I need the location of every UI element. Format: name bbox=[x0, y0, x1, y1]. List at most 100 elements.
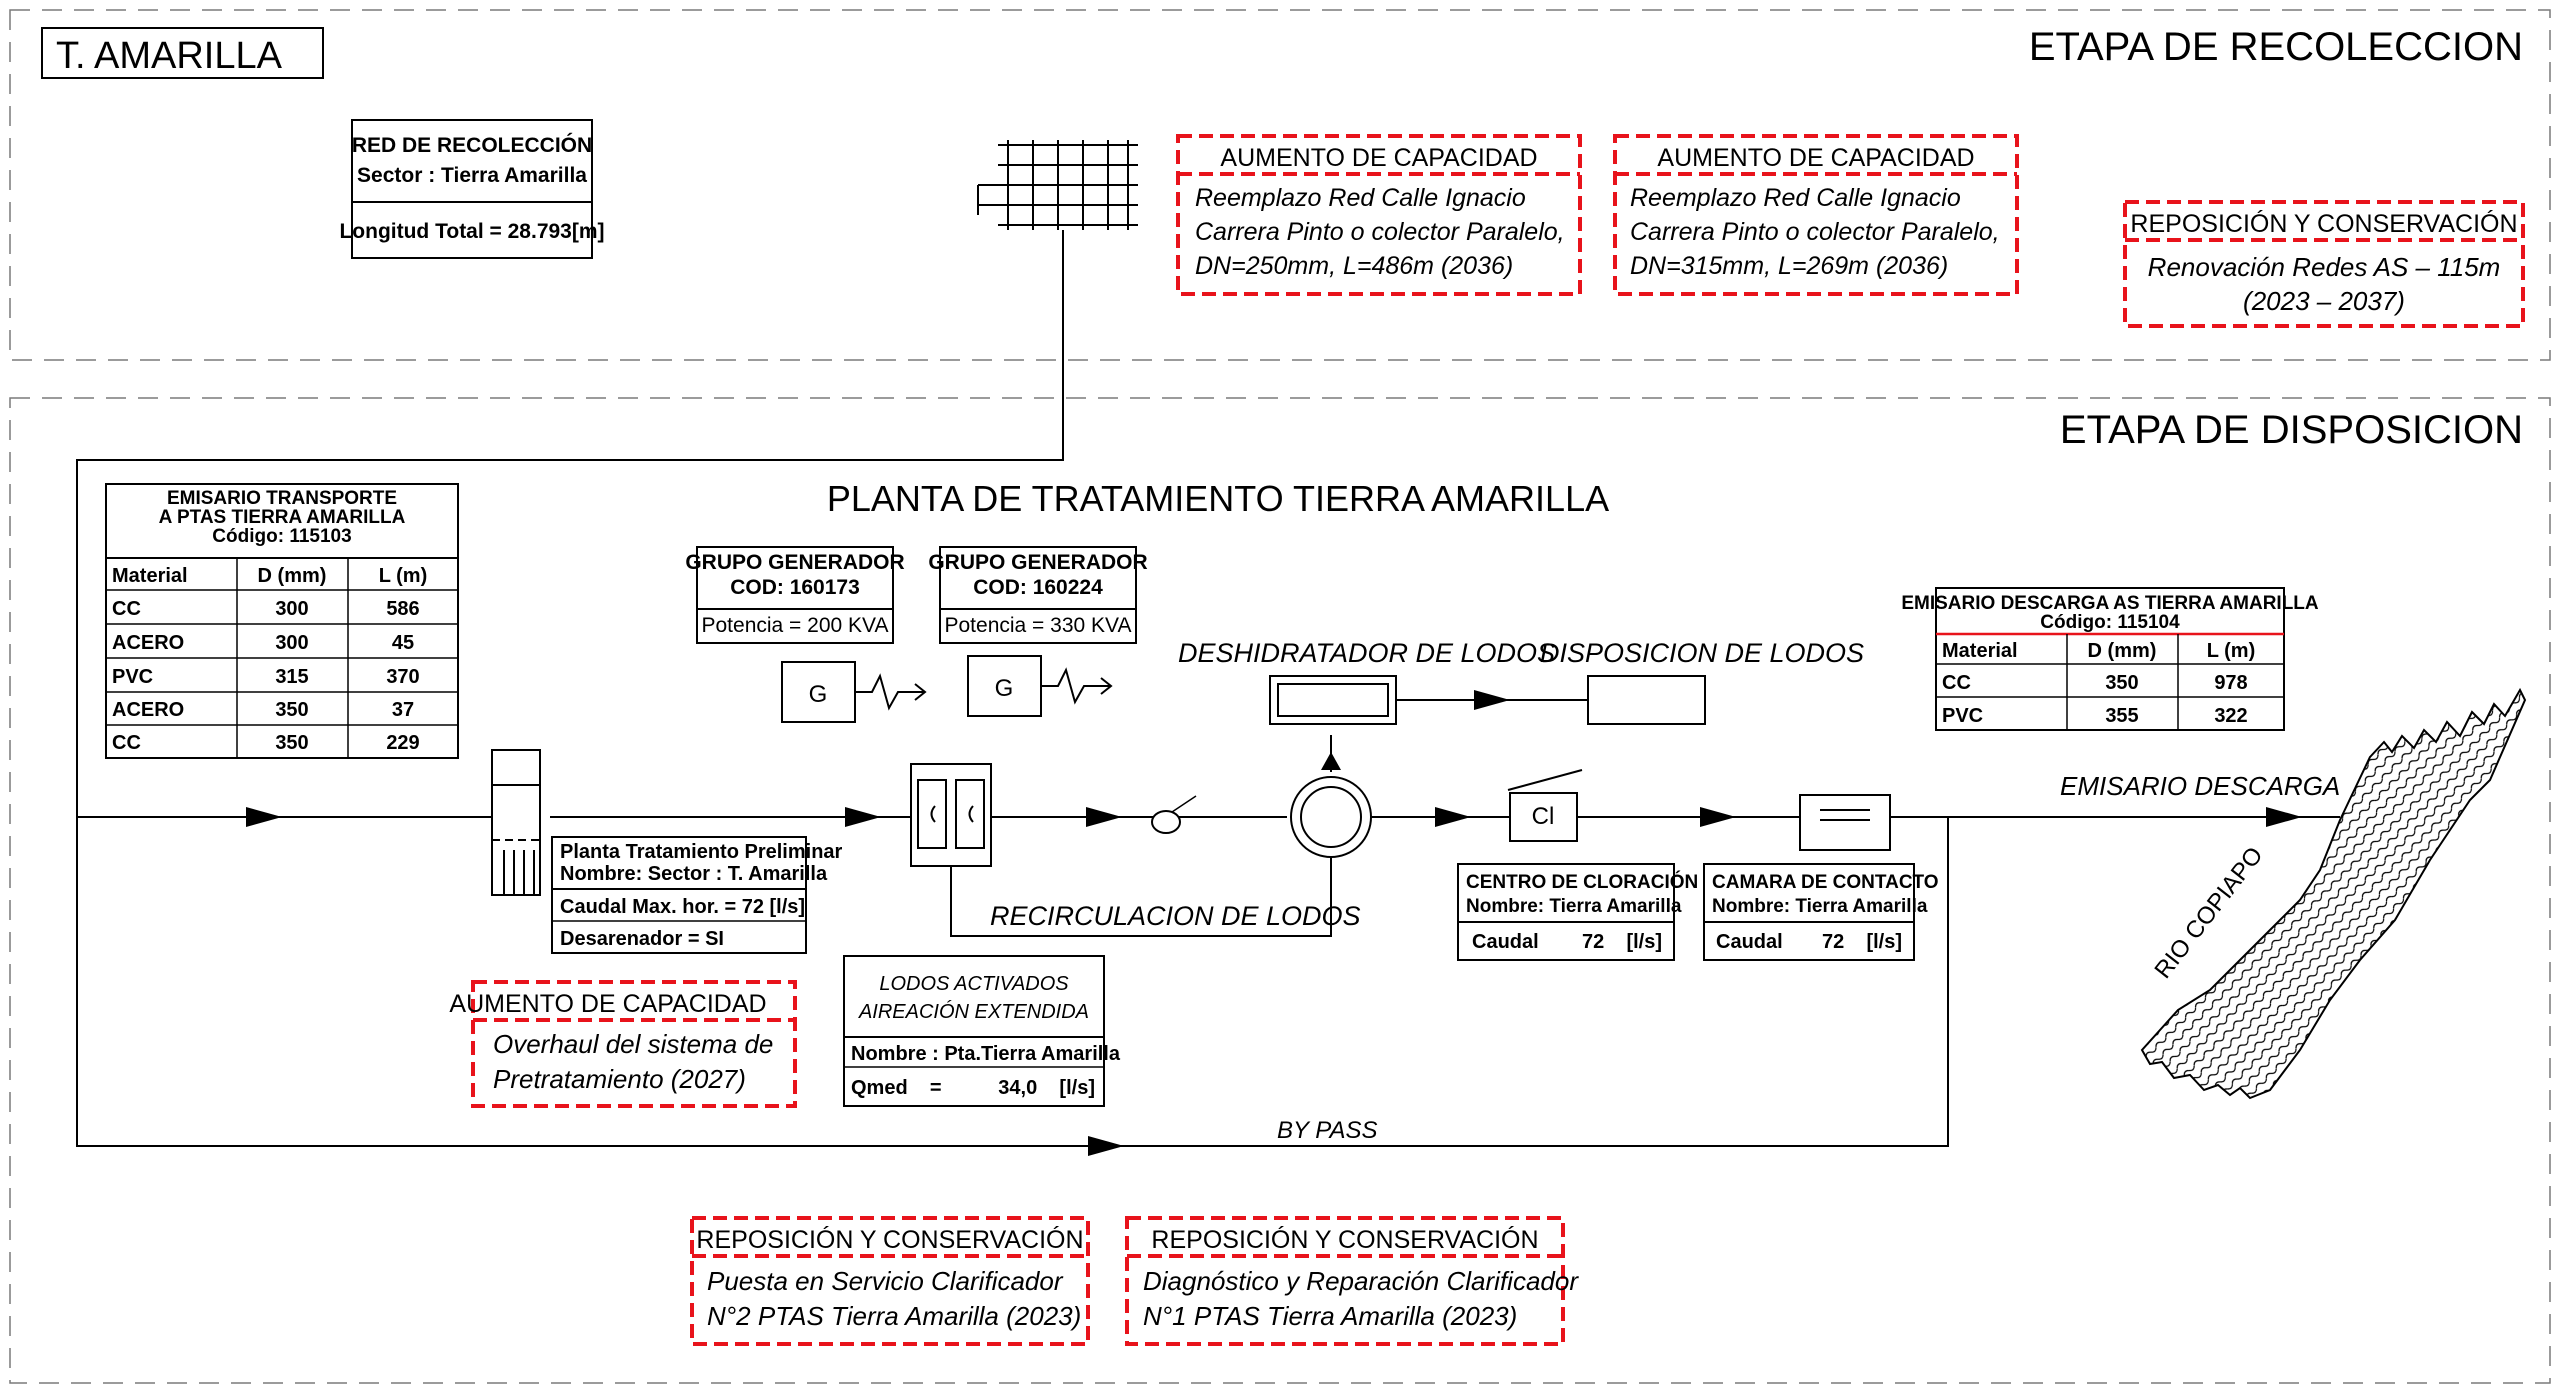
emisario-transporte-title-1: EMISARIO TRANSPORTE bbox=[167, 488, 397, 509]
replacement-box-1-title: REPOSICIÓN Y CONSERVACIÓN bbox=[2130, 209, 2517, 238]
generator-2-power: Potencia = 330 KVA bbox=[945, 614, 1132, 637]
preliminary-plant-flow: Caudal Max. hor. = 72 [l/s] bbox=[560, 896, 805, 918]
collection-network-box: RED DE RECOLECCIÓN Sector : Tierra Amari… bbox=[339, 119, 605, 259]
table-cell: CC bbox=[112, 732, 141, 754]
emisario-descarga-title-1: EMISARIO DESCARGA AS TIERRA AMARILLA bbox=[1901, 593, 2319, 614]
sludge-disposal-label: DISPOSICION DE LODOS bbox=[1540, 638, 1864, 668]
chlorination-title: CENTRO DE CLORACIÓN bbox=[1466, 871, 1698, 893]
table-cell: CC bbox=[112, 598, 141, 620]
preliminary-plant-box: Planta Tratamiento Preliminar Nombre: Se… bbox=[551, 836, 843, 954]
disposal-stage-title: ETAPA DE DISPOSICION bbox=[2060, 408, 2523, 452]
table-cell: 322 bbox=[2214, 705, 2247, 727]
chlorination-flow-value: 72 [l/s] bbox=[1582, 931, 1662, 953]
table-cell: PVC bbox=[112, 666, 153, 688]
collection-network-title: RED DE RECOLECCIÓN bbox=[352, 133, 592, 157]
aeration-tank-icon bbox=[1290, 776, 1372, 858]
contact-chamber-box: CAMARA DE CONTACTO Nombre: Tierra Amaril… bbox=[1703, 863, 1939, 961]
generator-1-letter: G bbox=[809, 681, 828, 708]
capacity-box-1-title: AUMENTO DE CAPACIDAD bbox=[1220, 144, 1537, 172]
capacity-box-1-line2: Carrera Pinto o colector Paralelo, bbox=[1195, 218, 1565, 246]
replacement-box-2-line2: N°2 PTAS Tierra Amarilla (2023) bbox=[707, 1301, 1081, 1331]
chlorination-icon bbox=[1507, 769, 1583, 842]
replacement-box-2: REPOSICIÓN Y CONSERVACIÓN Puesta en Serv… bbox=[690, 1216, 1090, 1346]
replacement-box-3-line1: Diagnóstico y Reparación Clarificador bbox=[1143, 1266, 1579, 1296]
table-cell: 350 bbox=[275, 699, 308, 721]
preliminary-plant-sand: Desarenador = SI bbox=[560, 928, 724, 950]
activated-sludge-subtitle: AIREACIÓN EXTENDIDA bbox=[858, 1000, 1089, 1023]
generator-1-box: GRUPO GENERADOR COD: 160173 Potencia = 2… bbox=[685, 546, 905, 644]
activated-sludge-flow-value: 34,0 [l/s] bbox=[998, 1077, 1095, 1099]
table-cell: 315 bbox=[275, 666, 308, 688]
table-cell: 586 bbox=[386, 598, 419, 620]
generator-2-symbol: G bbox=[967, 655, 1113, 717]
collection-network-sector: Sector : Tierra Amarilla bbox=[357, 164, 587, 187]
emisario-transporte-title-2: A PTAS TIERRA AMARILLA bbox=[159, 507, 406, 528]
generator-1-symbol: G bbox=[781, 661, 927, 723]
replacement-box-3-line2: N°1 PTAS Tierra Amarilla (2023) bbox=[1143, 1301, 1517, 1331]
generator-2-code: COD: 160224 bbox=[973, 576, 1103, 599]
table-cell: PVC bbox=[1942, 705, 1983, 727]
contact-chamber-icon bbox=[1799, 794, 1891, 851]
generator-2-box: GRUPO GENERADOR COD: 160224 Potencia = 3… bbox=[928, 546, 1148, 644]
emisario-descarga-table: EMISARIO DESCARGA AS TIERRA AMARILLA Cód… bbox=[1901, 587, 2319, 731]
main-pipelines bbox=[76, 230, 2340, 1147]
capacity-box-2-line2: Carrera Pinto o colector Paralelo, bbox=[1630, 218, 2000, 246]
collection-stage-frame bbox=[9, 9, 2551, 361]
plant-title: PLANTA DE TRATAMIENTO TIERRA AMARILLA bbox=[827, 478, 1609, 519]
table-cell: CC bbox=[1942, 672, 1971, 694]
preliminary-plant-title: Planta Tratamiento Preliminar bbox=[560, 841, 843, 863]
replacement-box-1-line1: Renovación Redes AS – 115m bbox=[2148, 252, 2501, 282]
chlorination-name: Nombre: Tierra Amarilla bbox=[1466, 896, 1682, 917]
collection-stage-title: ETAPA DE RECOLECCION bbox=[2029, 25, 2523, 69]
flow-arrows bbox=[246, 690, 2302, 1156]
replacement-box-3-title: REPOSICIÓN Y CONSERVACIÓN bbox=[1151, 1225, 1538, 1254]
table-cell: ACERO bbox=[112, 632, 184, 654]
table-cell: 370 bbox=[386, 666, 419, 688]
capacity-box-1: AUMENTO DE CAPACIDAD Reemplazo Red Calle… bbox=[1176, 134, 1582, 296]
table-header-length: L (m) bbox=[379, 565, 428, 587]
table-cell: 300 bbox=[275, 598, 308, 620]
table-cell: 45 bbox=[392, 632, 414, 654]
contact-chamber-flow-label: Caudal bbox=[1716, 931, 1783, 953]
chlorination-symbol: Cl bbox=[1532, 803, 1555, 830]
activated-sludge-flow-label: Qmed = bbox=[851, 1077, 942, 1099]
pretreatment-screen-icon bbox=[491, 749, 541, 896]
contact-chamber-title: CAMARA DE CONTACTO bbox=[1712, 872, 1939, 893]
sludge-disposal-box bbox=[1587, 675, 1706, 725]
capacity-box-2-title: AUMENTO DE CAPACIDAD bbox=[1657, 144, 1974, 172]
capacity-box-2-line1: Reemplazo Red Calle Ignacio bbox=[1630, 184, 1961, 212]
capacity-box-1-line3: DN=250mm, L=486m (2036) bbox=[1195, 252, 1513, 280]
generator-2-letter: G bbox=[995, 675, 1014, 702]
capacity-box-3-line1: Overhaul del sistema de bbox=[493, 1029, 773, 1059]
emisario-descarga-title-2: Código: 115104 bbox=[2040, 612, 2180, 633]
generator-2-title: GRUPO GENERADOR bbox=[928, 551, 1147, 574]
dehydrator-label: DESHIDRATADOR DE LODOS bbox=[1178, 638, 1555, 668]
table-cell: 350 bbox=[275, 732, 308, 754]
sludge-recirculation-label: RECIRCULACION DE LODOS bbox=[990, 901, 1361, 931]
sludge-dehydrator-icon bbox=[1269, 675, 1397, 725]
table-header-diameter: D (mm) bbox=[258, 565, 327, 587]
replacement-box-2-line1: Puesta en Servicio Clarificador bbox=[707, 1266, 1064, 1296]
table-cell: 978 bbox=[2214, 672, 2247, 694]
table-header-length: L (m) bbox=[2207, 640, 2256, 662]
capacity-box-2: AUMENTO DE CAPACIDAD Reemplazo Red Calle… bbox=[1613, 134, 2019, 296]
discharge-outfall-label: EMISARIO DESCARGA bbox=[2060, 771, 2340, 801]
clarifier-units-icon bbox=[910, 763, 992, 867]
replacement-box-1-line2: (2023 – 2037) bbox=[2243, 286, 2405, 316]
contact-chamber-flow-value: 72 [l/s] bbox=[1822, 931, 1902, 953]
bypass-label: BY PASS bbox=[1277, 1117, 1378, 1144]
activated-sludge-title: LODOS ACTIVADOS bbox=[879, 973, 1069, 995]
network-grid-icon bbox=[977, 140, 1138, 230]
chlorination-flow-label: Caudal bbox=[1472, 931, 1539, 953]
table-cell: 355 bbox=[2105, 705, 2138, 727]
generator-1-power: Potencia = 200 KVA bbox=[702, 614, 889, 637]
capacity-box-3: AUMENTO DE CAPACIDAD Overhaul del sistem… bbox=[449, 980, 797, 1108]
emisario-transporte-table: EMISARIO TRANSPORTE A PTAS TIERRA AMARIL… bbox=[105, 483, 459, 759]
title-box: T. AMARILLA bbox=[41, 27, 324, 79]
table-cell: ACERO bbox=[112, 699, 184, 721]
replacement-box-2-title: REPOSICIÓN Y CONSERVACIÓN bbox=[696, 1225, 1083, 1254]
river-copiapo-icon bbox=[2140, 687, 2527, 1100]
replacement-box-1: REPOSICIÓN Y CONSERVACIÓN Renovación Red… bbox=[2123, 200, 2525, 328]
valve-icon bbox=[1151, 795, 1197, 834]
